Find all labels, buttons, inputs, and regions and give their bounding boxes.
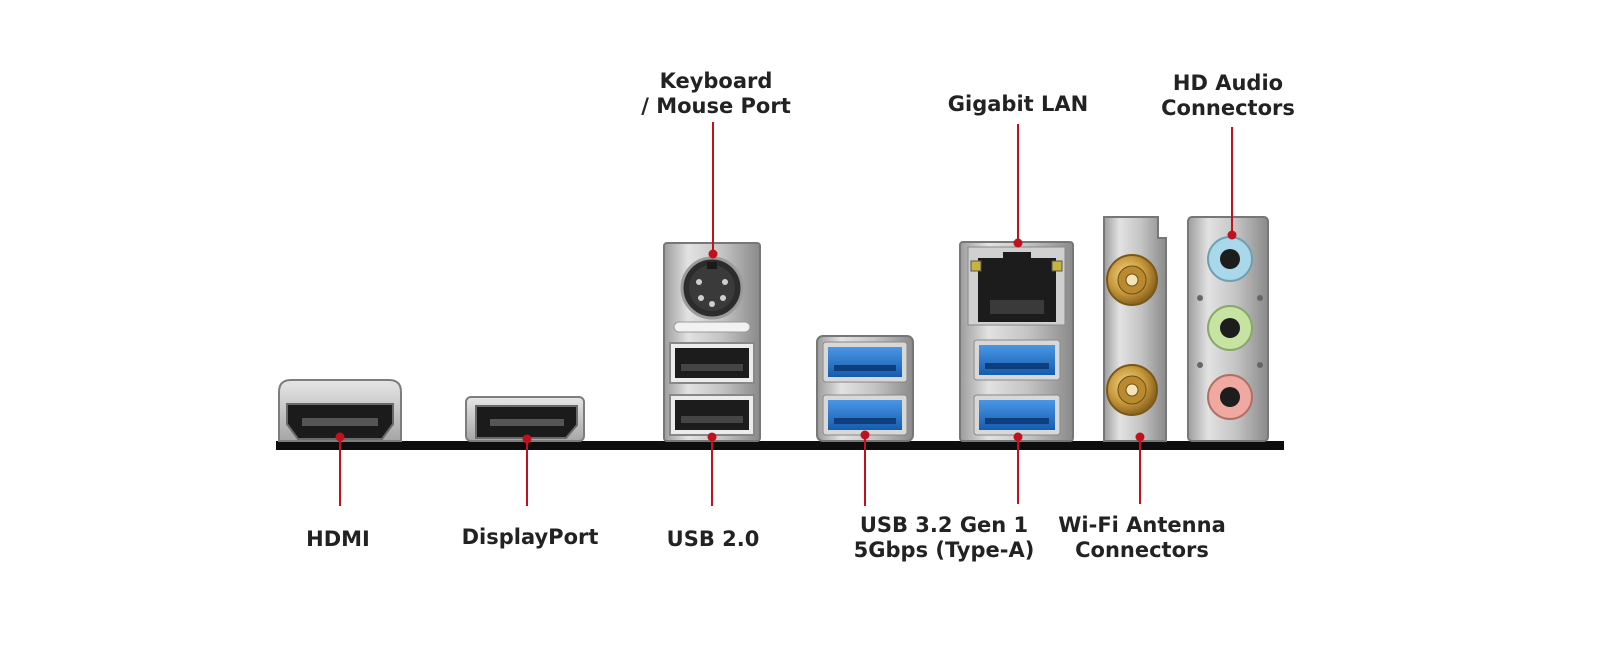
label-hd-audio-connectors: HD Audio Connectors: [1161, 71, 1295, 120]
ps2-port-icon: [673, 256, 751, 333]
leader-usb32-lan: [1013, 432, 1023, 504]
lan-usb32-stack: [959, 241, 1074, 442]
label-hdmi: HDMI: [306, 527, 370, 551]
sma-antenna-icon: [1106, 254, 1158, 306]
usb-port-icon: [973, 339, 1061, 381]
io-shield-base: [276, 441, 1284, 450]
leader-hd-audio: [1227, 127, 1237, 240]
hdmi-port-icon: [278, 379, 402, 442]
rj45-port-icon: [967, 246, 1066, 326]
leader-usb20: [707, 432, 717, 506]
usb-port-icon: [973, 394, 1061, 436]
label-usb20: USB 2.0: [666, 527, 760, 551]
ps2-usb2-stack: [663, 242, 761, 442]
usb32-stack: [816, 335, 914, 442]
displayport-port-icon: [465, 396, 585, 442]
usb-port-icon: [822, 341, 908, 383]
audio-jack-icon: [1207, 236, 1253, 282]
usb-port-icon: [669, 342, 755, 384]
usb-port-icon: [822, 394, 908, 436]
audio-jack-icon: [1207, 305, 1253, 351]
wifi-antenna-bracket: [1103, 216, 1167, 442]
leader-gigabit-lan: [1013, 124, 1023, 248]
label-wifi-antenna-connectors: Wi-Fi Antenna Connectors: [1058, 513, 1226, 562]
leader-usb32: [860, 430, 870, 506]
sma-antenna-icon: [1106, 364, 1158, 416]
audio-jack-stack: [1187, 216, 1269, 442]
leader-hdmi: [335, 432, 345, 506]
leader-wifi-antenna: [1135, 432, 1145, 504]
usb-port-icon: [669, 394, 755, 436]
audio-jack-icon: [1207, 374, 1253, 420]
leader-keyboard-mouse: [708, 122, 718, 259]
leader-displayport: [522, 434, 532, 506]
label-gigabit-lan: Gigabit LAN: [947, 92, 1089, 116]
label-keyboard-mouse-port: Keyboard / Mouse Port: [641, 69, 791, 118]
label-displayport: DisplayPort: [461, 525, 599, 549]
label-usb32-gen1: USB 3.2 Gen 1 5Gbps (Type-A): [853, 513, 1035, 562]
